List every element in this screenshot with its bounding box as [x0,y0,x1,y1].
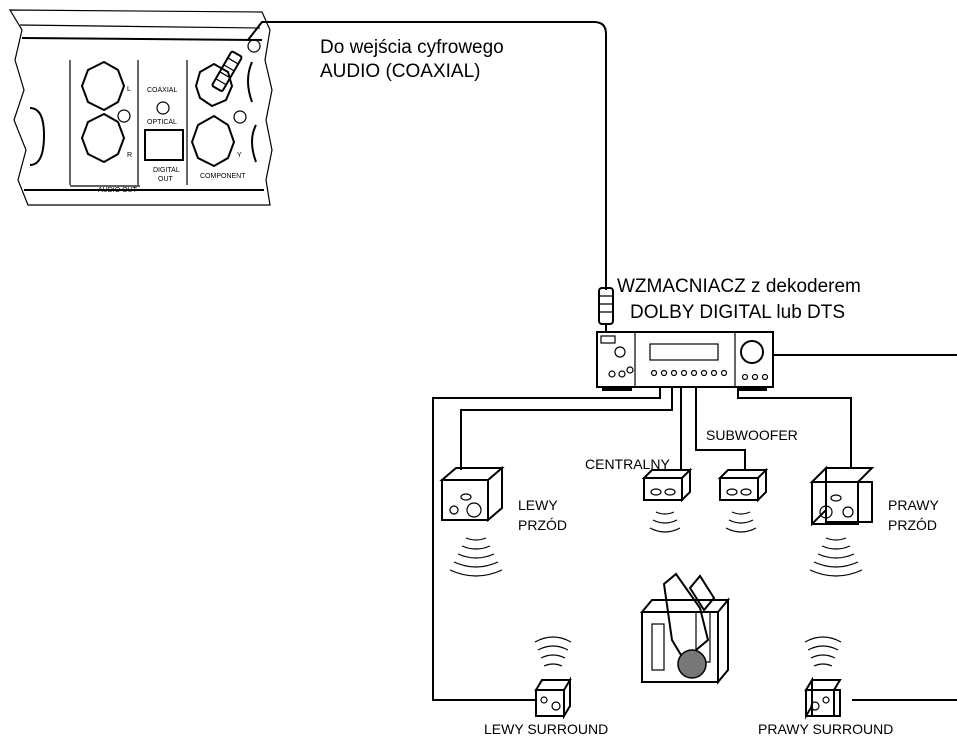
subwoofer-sound-waves-icon [725,511,757,533]
front-left-label-2: PRZÓD [518,517,567,533]
coaxial-plug-icon [211,50,243,92]
amplifier-receiver [596,331,774,391]
front-right-sound-waves-icon [809,537,863,577]
audio-out-label: AUDIO OUT [98,187,138,194]
digital-out-label-1: DIGITAL [153,167,180,174]
connection-note-line2: AUDIO (COAXIAL) [320,61,480,82]
front-right-label-2: PRZÓD [888,517,937,533]
subwoofer-label: SUBWOOFER [706,427,798,443]
front-right-speaker [809,465,875,527]
listener-icon [639,572,731,685]
center-speaker [641,467,693,503]
center-sound-waves-icon [649,511,681,533]
right-surround-speaker [804,676,842,720]
optical-port [144,129,184,161]
left-surround-label: LEWY SURROUND [484,721,608,737]
audio-out-l-jack [80,60,126,112]
center-label: CENTRALNY [585,456,670,472]
optical-label: OPTICAL [147,119,177,126]
front-left-sound-waves-icon [449,537,503,577]
coaxial-cable [247,21,607,290]
subwoofer-speaker [717,467,769,503]
digital-out-label-2: OUT [158,176,174,183]
amplifier-label-line2: DOLBY DIGITAL lub DTS [630,302,845,323]
coaxial-label: COAXIAL [147,87,177,94]
front-left-speaker [439,465,505,523]
coaxial-jack [156,101,170,115]
speaker-wires [432,354,957,701]
audio-out-r-jack [80,112,126,164]
component-label: COMPONENT [200,173,246,180]
y-label: Y [237,152,242,159]
right-surround-sound-waves-icon [804,636,842,667]
left-surround-sound-waves-icon [534,636,572,667]
left-channel-label: L [127,86,131,93]
right-surround-label: PRAWY SURROUND [758,721,893,737]
front-right-label-1: PRAWY [888,497,939,513]
right-channel-label: R [127,152,132,159]
front-left-label-1: LEWY [518,497,558,513]
rca-plug-icon [598,287,614,332]
component-y-jack [190,114,236,168]
left-surround-speaker [534,676,572,720]
amplifier-label-line1: WZMACNIACZ z dekoderem [617,276,861,297]
dvd-rear-panel: L R COAXIAL OPTICAL DIGITAL OUT Y AUDIO … [8,9,273,206]
connection-note-line1: Do wejścia cyfrowego [320,37,504,58]
